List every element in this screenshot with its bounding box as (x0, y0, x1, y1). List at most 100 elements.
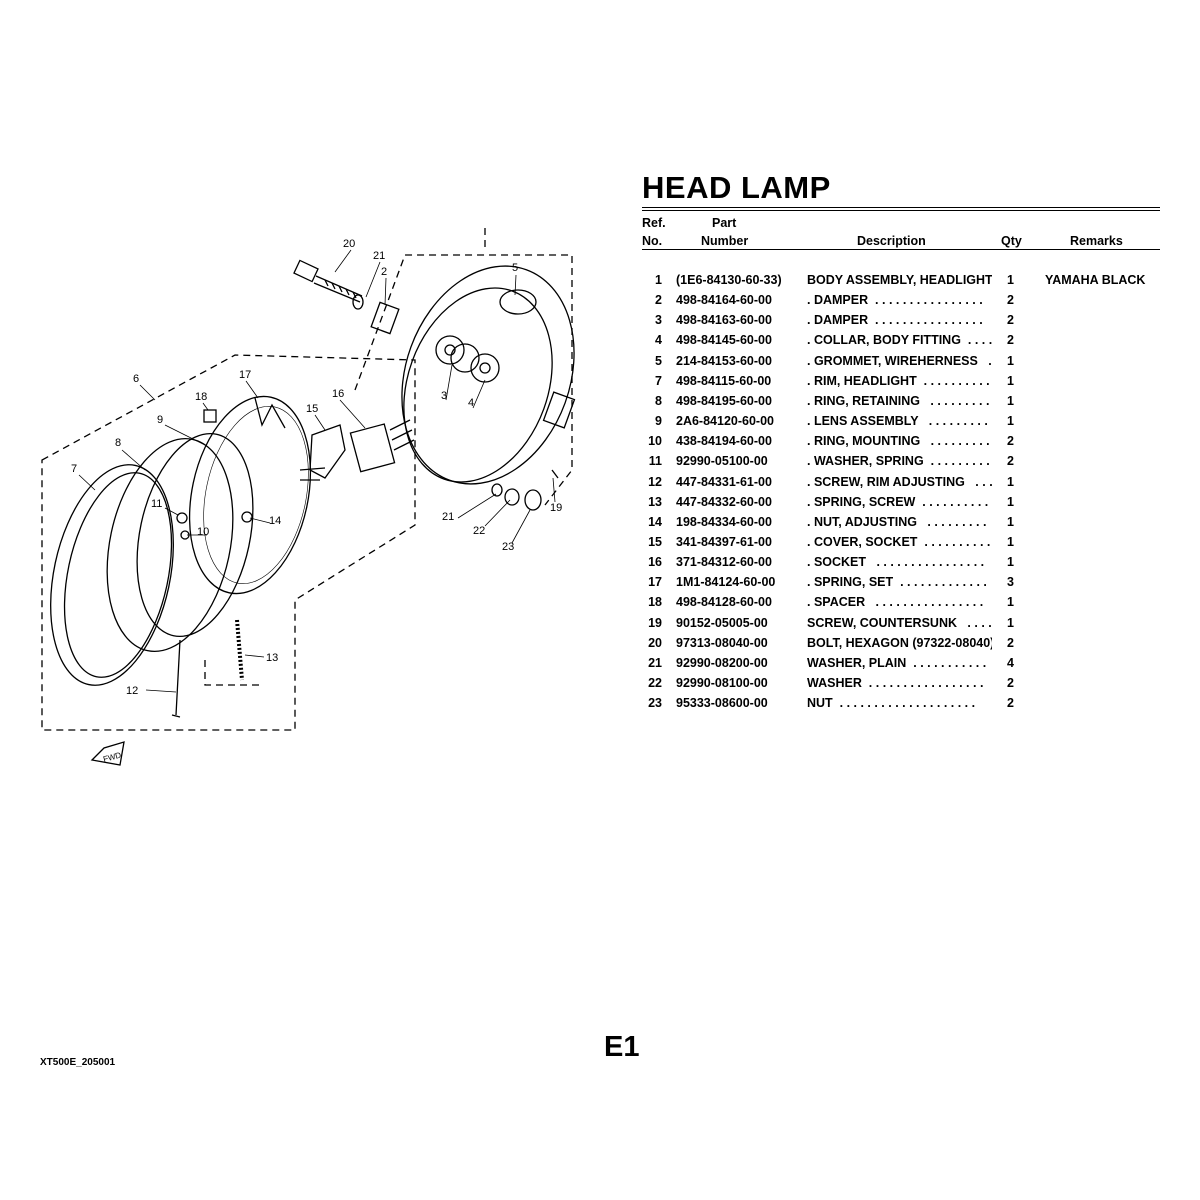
table-row: 1 (1E6-84130-60-33) BODY ASSEMBLY, HEADLIG… (640, 273, 1160, 291)
group-outline-6 (41, 354, 416, 731)
header-qty: Qty (1001, 234, 1022, 248)
ref-no: 14 (648, 514, 662, 529)
part-number: 498-84164-60-00 (676, 293, 772, 308)
qty: 1 (1007, 595, 1014, 610)
callout: 4 (468, 397, 474, 409)
ref-no: 17 (648, 575, 662, 590)
description: . SCREW, RIM ADJUSTING . . . (807, 474, 992, 489)
ref-no: 2 (655, 293, 662, 308)
description: . SPACER . . . . . . . . . . . . . . . . (807, 595, 984, 610)
group-outline-1 (354, 254, 573, 506)
part-number: 92990-08200-00 (676, 655, 768, 670)
part-number: 341-84397-61-00 (676, 534, 772, 549)
callout: 3 (441, 390, 447, 402)
header-part-top: Part (712, 216, 737, 230)
spring-13 (235, 619, 244, 681)
part-number: 2A6-84120-60-00 (676, 414, 774, 429)
qty: 1 (1007, 474, 1014, 489)
ref-no: 8 (655, 393, 662, 408)
callout: 10 (197, 526, 209, 538)
ref-no: 3 (655, 313, 662, 328)
qty: 2 (1007, 333, 1014, 348)
description: WASHER, PLAIN . . . . . . . . . . . (807, 655, 987, 670)
description: . RING, RETAINING . . . . . . . . . (807, 393, 990, 408)
ref-no: 22 (648, 676, 662, 690)
table-row: 8 498-84195-60-00 . RING, RETAINING . . . … (640, 394, 1160, 412)
page-number: E1 (604, 1031, 640, 1063)
header-description: Description (857, 234, 926, 248)
table-row: 2 498-84164-60-00 . DAMPER . . . . . . . .… (640, 293, 1160, 311)
qty: 2 (1007, 696, 1014, 711)
part-number: 92990-08100-00 (676, 676, 768, 690)
bolt-20 (293, 259, 363, 303)
part-number: 498-84163-60-00 (676, 313, 772, 328)
description: . GROMMET, WIREHERNESS . (807, 353, 992, 368)
description: . SOCKET . . . . . . . . . . . . . . . . (807, 555, 985, 570)
divider (642, 207, 1160, 208)
qty: 2 (1007, 434, 1014, 449)
header-remarks: Remarks (1070, 234, 1123, 248)
qty: 2 (1007, 635, 1014, 650)
ref-no: 16 (648, 555, 662, 570)
description: . RIM, HEADLIGHT . . . . . . . . . . (807, 373, 990, 388)
part-number: 498-84115-60-00 (676, 373, 772, 388)
callout: 20 (343, 238, 355, 250)
qty: 1 (1007, 555, 1014, 570)
callout: 9 (157, 414, 163, 426)
ref-no: 7 (655, 373, 662, 388)
callout: 7 (71, 463, 77, 475)
part-number: (1E6-84130-60-33) (676, 273, 782, 287)
remarks: YAMAHA BLACK (1045, 273, 1146, 287)
qty: 1 (1007, 414, 1014, 429)
callout: 5 (512, 262, 518, 274)
description: . COLLAR, BODY FITTING . . . . (807, 333, 992, 348)
description: BOLT, HEXAGON (97322-08040) (807, 635, 992, 650)
description: . RING, MOUNTING . . . . . . . . . (807, 434, 990, 449)
part-number: 498-84195-60-00 (676, 393, 772, 408)
part-number: 97313-08040-00 (676, 635, 768, 650)
part-number: 90152-05005-00 (676, 615, 768, 630)
callout: 8 (115, 437, 121, 449)
ref-no: 4 (655, 333, 662, 348)
description: . DAMPER . . . . . . . . . . . . . . . . (807, 293, 983, 308)
ref-no: 1 (655, 273, 662, 287)
ref-no: 10 (648, 434, 662, 449)
ref-no: 13 (648, 494, 662, 509)
ref-no: 19 (648, 615, 662, 630)
qty: 3 (1007, 575, 1014, 590)
header-ref-bottom: No. (642, 234, 663, 248)
callout: 21 (442, 511, 454, 523)
lens-9 (188, 395, 326, 595)
qty: 1 (1007, 393, 1014, 408)
fwd-label: FWD (102, 750, 122, 763)
qty: 1 (1007, 615, 1014, 630)
qty: 1 (1007, 514, 1014, 529)
description: BODY ASSEMBLY, HEADLIGHT (807, 273, 992, 287)
qty: 1 (1007, 494, 1014, 509)
callout: 13 (266, 652, 278, 664)
qty: 2 (1007, 313, 1014, 328)
callout: 22 (473, 525, 485, 537)
part-number: 1M1-84124-60-00 (676, 575, 776, 590)
part-number: 447-84331-61-00 (676, 474, 772, 489)
qty: 4 (1007, 655, 1014, 670)
ref-no: 23 (648, 696, 662, 711)
description: . NUT, ADJUSTING . . . . . . . . . (807, 514, 987, 529)
description: SCREW, COUNTERSUNK . . . . (807, 615, 992, 630)
description: . COVER, SOCKET . . . . . . . . . . (807, 534, 991, 549)
document-code: XT500E_205001 (40, 1057, 116, 1068)
part-number: 447-84332-60-00 (676, 494, 772, 509)
callout: 23 (502, 541, 514, 553)
qty: 1 (1007, 373, 1014, 388)
